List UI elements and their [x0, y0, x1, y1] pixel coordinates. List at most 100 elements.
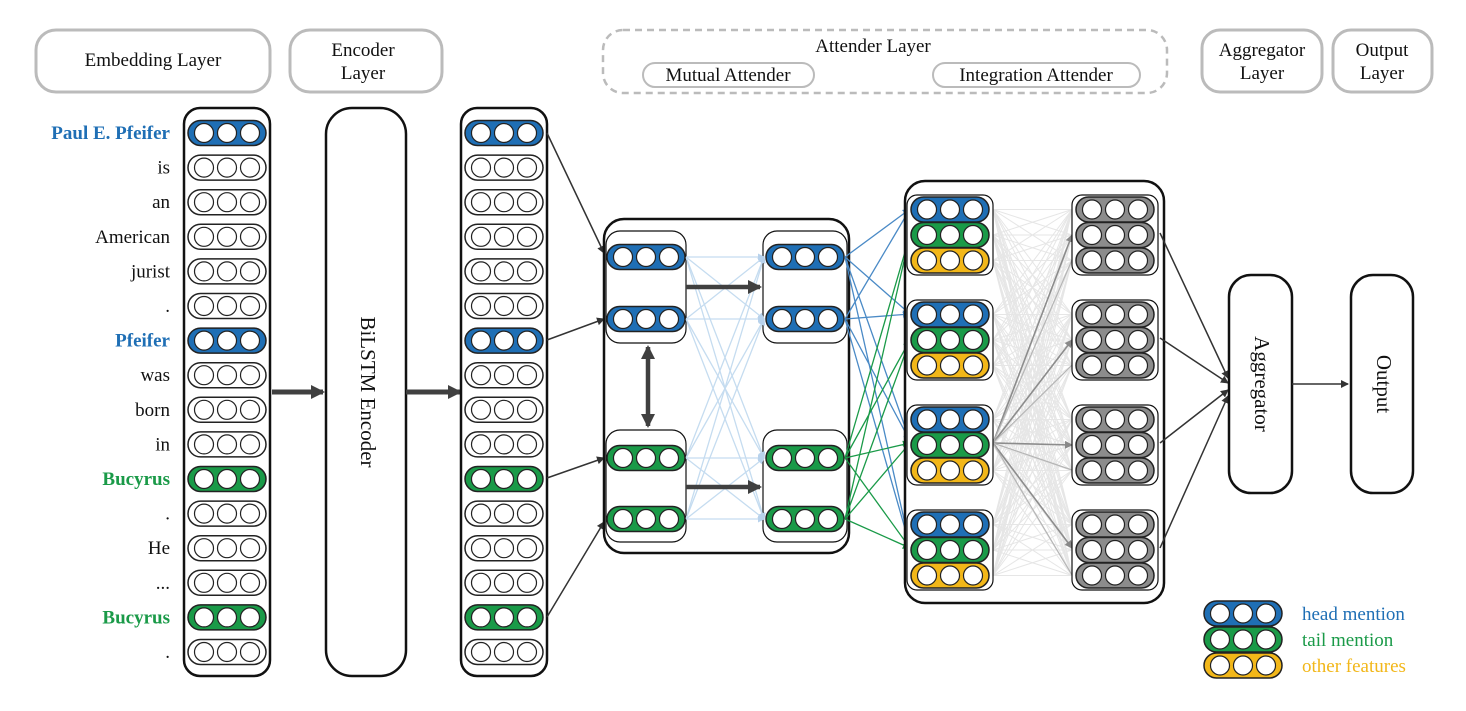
token-label: Paul E. Pfeifer [51, 123, 170, 144]
neuron-unit [1209, 603, 1231, 624]
neuron-unit [516, 503, 538, 524]
neuron-unit [516, 538, 538, 559]
token-label: Bucyrus [102, 607, 170, 628]
embedding-cell [187, 188, 267, 216]
embedding-cell [187, 465, 267, 493]
neuron-unit [193, 226, 215, 247]
neuron-unit [239, 295, 261, 317]
encoded-cell [464, 500, 544, 527]
embedding-cell [187, 292, 267, 320]
neuron-unit [193, 538, 215, 559]
neuron-unit [493, 226, 515, 247]
header-output-label-1: Output [1356, 40, 1410, 61]
header-output-label-2: Layer [1360, 63, 1405, 84]
legend-swatch [1203, 652, 1283, 679]
neuron-unit [1081, 329, 1103, 351]
neuron-unit [470, 434, 492, 455]
neuron-unit [239, 572, 261, 593]
neuron-unit [516, 261, 538, 282]
token-label: an [152, 192, 170, 213]
integration-attender-module [903, 179, 1166, 605]
neuron-unit [493, 157, 515, 178]
header-attender-layer: Attender Layer Mutual Attender Integrati… [601, 28, 1169, 95]
header-encoder-layer: Encoder Layer [288, 28, 444, 94]
neuron-unit [516, 226, 538, 247]
token-label: was [140, 365, 170, 386]
neuron-unit [916, 224, 938, 246]
integration-output-group [1071, 509, 1159, 591]
neuron-unit [216, 468, 238, 490]
neuron-unit [193, 157, 215, 178]
aggregator-label: Aggregator [1250, 336, 1274, 432]
neuron-unit [962, 539, 984, 561]
neuron-unit [939, 304, 961, 325]
neuron-unit [635, 308, 657, 330]
neuron-unit [216, 226, 238, 247]
neuron-unit [916, 514, 938, 535]
neuron-unit [493, 468, 515, 490]
neuron-unit [493, 399, 515, 420]
neuron-unit [1127, 199, 1149, 220]
neuron-unit [193, 641, 215, 663]
neuron-unit [470, 641, 492, 663]
neuron-unit [1255, 629, 1277, 650]
integration-to-aggregator-arrows [1159, 232, 1229, 549]
neuron-unit [1104, 434, 1126, 456]
integration-gray-cell [1075, 326, 1155, 354]
neuron-unit [1081, 250, 1103, 271]
embedding-cell [187, 119, 267, 147]
integration-gray-cell [1075, 536, 1155, 564]
neuron-unit [962, 514, 984, 535]
integration-output-group [1071, 299, 1159, 381]
neuron-unit [516, 365, 538, 386]
neuron-unit [1127, 329, 1149, 351]
encoded-cell [464, 119, 544, 147]
embedding-cell [187, 223, 267, 251]
embedding-cell [187, 431, 267, 458]
neuron-unit [939, 460, 961, 481]
neuron-unit [470, 295, 492, 317]
integration-gray-cell [1075, 562, 1155, 589]
neuron-unit [1127, 409, 1149, 430]
neuron-unit [216, 572, 238, 593]
integration-cross-connections [992, 209, 1074, 576]
embedding-cell [187, 534, 267, 562]
neuron-unit [939, 250, 961, 271]
neuron-unit [962, 199, 984, 220]
neuron-unit [1081, 434, 1103, 456]
neuron-unit [239, 122, 261, 144]
integration-gray-cell [1075, 511, 1155, 538]
embedding-cells [187, 119, 267, 666]
neuron-unit [794, 447, 816, 469]
neuron-unit [771, 447, 793, 469]
neuron-unit [493, 572, 515, 593]
token-label: is [157, 158, 170, 179]
neuron-unit [1104, 224, 1126, 246]
neuron-unit [193, 607, 215, 628]
neuron-unit [516, 641, 538, 663]
mutual-output-cell [765, 243, 845, 271]
neuron-unit [193, 434, 215, 455]
neuron-unit [635, 447, 657, 469]
neuron-unit [239, 399, 261, 420]
neuron-unit [962, 224, 984, 246]
token-label: . [165, 296, 170, 317]
integration-gray-cell [1075, 301, 1155, 328]
integration-gray-cell [1075, 431, 1155, 459]
neuron-unit [635, 246, 657, 268]
neuron-unit [493, 641, 515, 663]
neuron-unit [239, 192, 261, 213]
embedding-cell [187, 500, 267, 527]
neuron-unit [771, 508, 793, 530]
neuron-unit [516, 157, 538, 178]
integration-groups [906, 194, 1159, 591]
neuron-unit [193, 399, 215, 420]
neuron-unit [1081, 409, 1103, 430]
neuron-unit [1232, 655, 1254, 676]
neuron-unit [216, 192, 238, 213]
neuron-unit [1104, 514, 1126, 535]
encoded-cell [464, 258, 544, 285]
neuron-unit [1255, 655, 1277, 676]
